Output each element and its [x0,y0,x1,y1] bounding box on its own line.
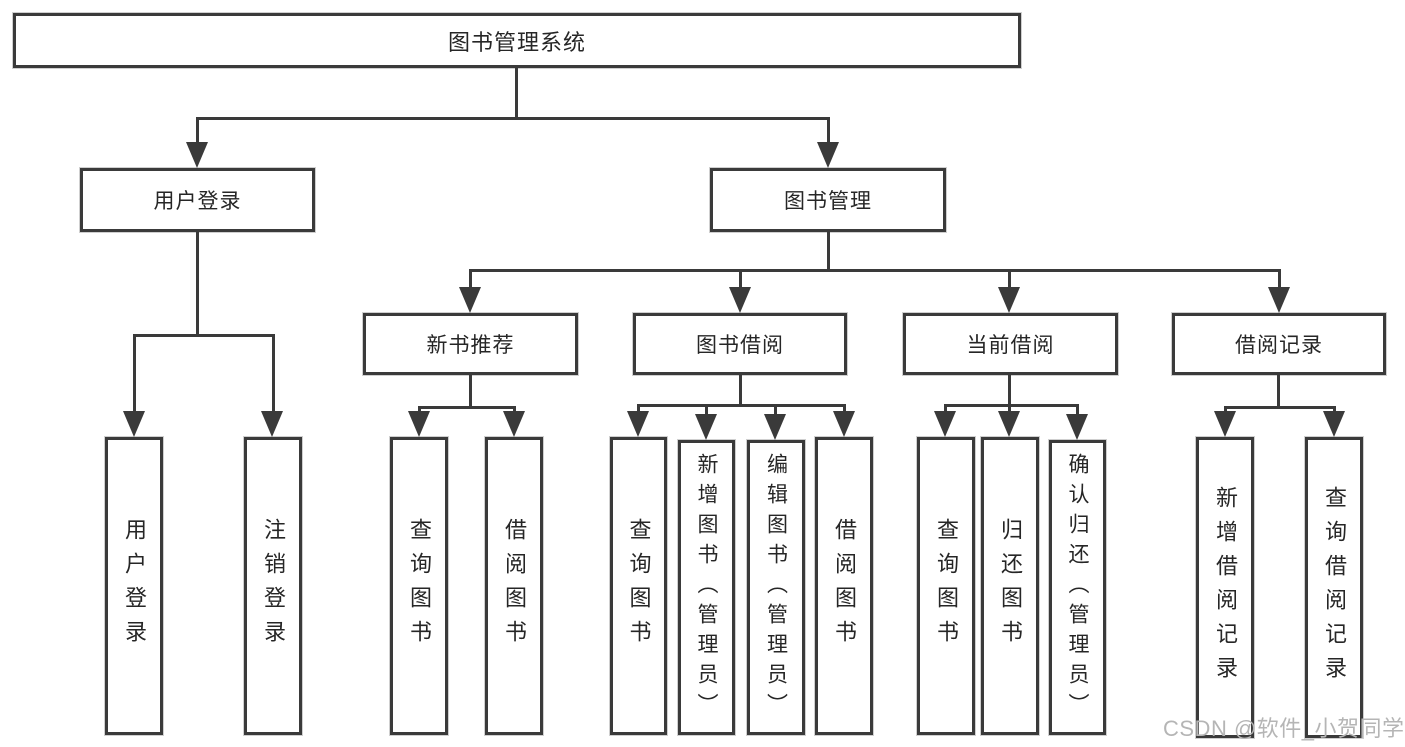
leaf-edit-book-admin: 编辑图书（管理员） [747,440,805,735]
node-book-borrow-label: 图书借阅 [696,334,784,357]
node-new-book-recommend: 新书推荐 [363,313,578,375]
leaf-confirm-return-admin-label: 确认归还（管理员） [1066,452,1089,723]
connector-line [774,404,777,416]
leaf-logout: 注销登录 [244,437,302,735]
leaf-query-books-1: 查询图书 [390,437,448,735]
connector-line [196,117,199,145]
leaf-user-login: 用户登录 [105,437,163,735]
connector-line [1277,375,1280,409]
arrow-down-icon [998,287,1020,313]
connector-line [739,375,742,407]
connector-line [418,406,516,409]
arrow-down-icon [627,411,649,437]
leaf-add-borrow-record: 新增借阅记录 [1196,437,1254,738]
leaf-return-books-label: 归还图书 [998,518,1023,654]
node-borrow-records-label: 借阅记录 [1235,334,1323,357]
connector-line [843,404,846,414]
node-user-login-label: 用户登录 [153,190,242,213]
arrow-down-icon [729,287,751,313]
connector-line [827,232,830,272]
leaf-edit-book-admin-label: 编辑图书（管理员） [764,452,788,723]
arrow-down-icon [408,411,430,437]
connector-line [1008,269,1011,291]
arrow-down-icon [503,411,525,437]
connector-line [469,269,1281,272]
node-root: 图书管理系统 [13,13,1021,68]
leaf-add-book-admin-label: 新增图书（管理员） [695,452,718,723]
node-borrow-records: 借阅记录 [1172,313,1386,375]
arrow-down-icon [1214,411,1236,437]
connector-line [1224,406,1336,409]
arrow-down-icon [186,142,208,168]
connector-line [133,334,136,412]
node-root-label: 图书管理系统 [447,29,586,55]
connector-line [196,117,830,120]
node-user-login: 用户登录 [80,168,315,232]
arrow-down-icon [459,287,481,313]
leaf-borrow-books-1-label: 借阅图书 [502,518,527,654]
arrow-down-icon [1066,414,1088,440]
node-new-book-recommend-label: 新书推荐 [426,334,515,357]
connector-line [705,404,708,416]
arrow-down-icon [261,411,283,437]
leaf-query-borrow-record-label: 查询借阅记录 [1322,485,1347,690]
leaf-add-book-admin: 新增图书（管理员） [678,440,735,735]
leaf-query-books-2-label: 查询图书 [626,518,652,654]
connector-line [739,269,742,291]
connector-line [515,68,518,118]
leaf-add-borrow-record-label: 新增借阅记录 [1213,485,1238,690]
arrow-down-icon [1268,287,1290,313]
arrow-down-icon [817,142,839,168]
connector-line [469,269,472,291]
watermark: CSDN @软件_小贺同学 [1163,716,1405,741]
connector-line [637,404,846,407]
leaf-borrow-books-2-label: 借阅图书 [832,518,857,654]
leaf-query-books-1-label: 查询图书 [407,518,432,654]
connector-line [1076,404,1079,416]
connector-line [196,232,199,336]
connector-line [469,375,472,409]
arrow-down-icon [695,414,717,440]
connector-line [944,404,947,414]
node-book-management-label: 图书管理 [784,190,872,213]
leaf-return-books: 归还图书 [981,437,1039,735]
node-current-borrow: 当前借阅 [903,313,1118,375]
arrow-down-icon [833,411,855,437]
connector-line [827,117,830,145]
leaf-borrow-books-2: 借阅图书 [815,437,873,735]
connector-line [1008,404,1011,414]
leaf-confirm-return-admin: 确认归还（管理员） [1049,440,1106,735]
node-current-borrow-label: 当前借阅 [966,334,1055,357]
arrow-down-icon [1323,411,1345,437]
node-book-borrow: 图书借阅 [633,313,847,375]
leaf-query-borrow-record: 查询借阅记录 [1305,437,1363,738]
leaf-user-login-label: 用户登录 [122,518,147,654]
connector-line [1008,375,1011,407]
connector-line [1278,269,1281,291]
node-book-management: 图书管理 [710,168,946,232]
connector-line [944,404,1079,407]
arrow-down-icon [123,411,145,437]
arrow-down-icon [764,414,786,440]
leaf-query-books-3-label: 查询图书 [934,518,959,654]
leaf-query-books-3: 查询图书 [917,437,975,735]
connector-line [272,334,275,412]
leaf-logout-label: 注销登录 [261,518,286,654]
arrow-down-icon [934,411,956,437]
leaf-borrow-books-1: 借阅图书 [485,437,543,735]
leaf-query-books-2: 查询图书 [610,437,667,735]
arrow-down-icon [998,411,1020,437]
connector-line [637,404,640,414]
connector-line [133,334,275,337]
